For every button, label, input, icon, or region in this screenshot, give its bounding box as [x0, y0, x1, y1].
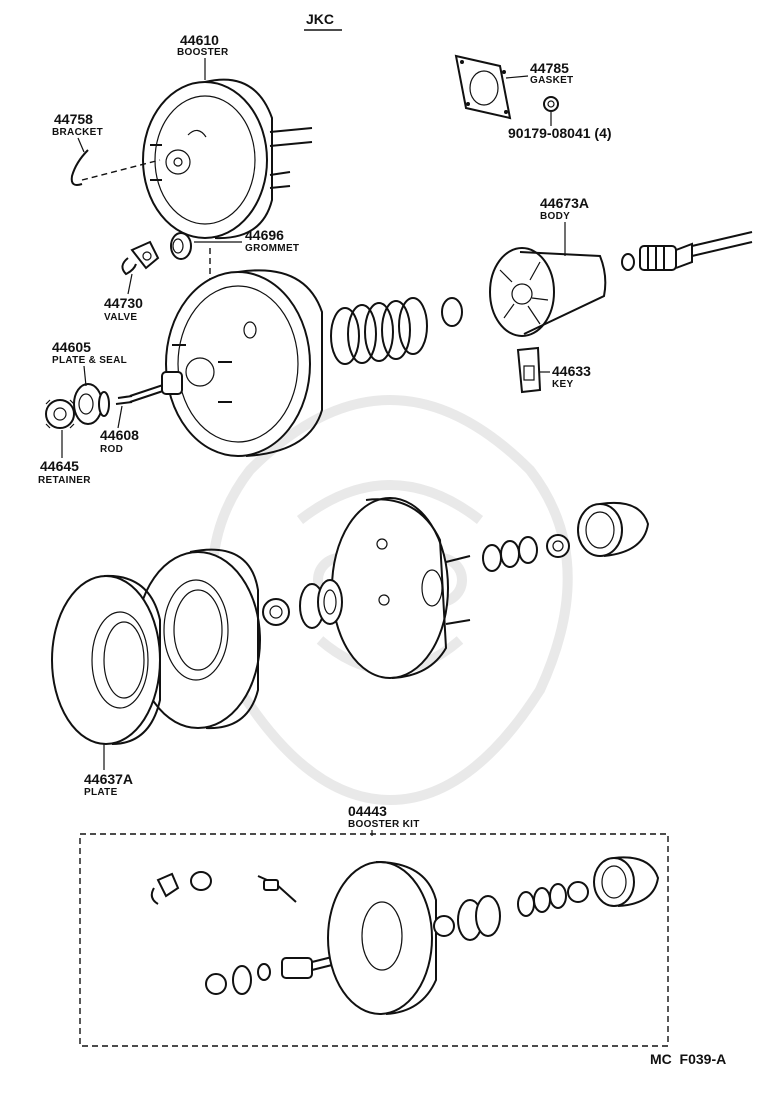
model-code: JKC: [306, 11, 334, 27]
valve-part-name: VALVE: [104, 312, 137, 323]
kit-contents-drawing: [150, 856, 660, 1015]
grommet-part-name: GROMMET: [245, 243, 299, 254]
gasket-part-name: GASKET: [530, 75, 573, 86]
rod-drawing: [115, 371, 183, 405]
rod-part-number: 44608: [100, 427, 139, 443]
gasket-leader: [505, 75, 529, 79]
nut-part-number: 90179-08041 (4): [508, 125, 612, 141]
rod-leader: [117, 405, 123, 429]
nut-drawing: [543, 96, 559, 112]
figure-code: MC F039-A: [650, 1051, 726, 1067]
bracket-part-name: BRACKET: [52, 127, 103, 138]
valve-leader: [127, 273, 133, 295]
push-rod-drawing: [621, 231, 753, 271]
body-part-number: 44673A: [540, 195, 589, 211]
booster-part-number: 44610: [180, 32, 219, 48]
gasket-drawing: [454, 54, 512, 120]
key-part-number: 44633: [552, 363, 591, 379]
bracket-drawing: [70, 149, 161, 186]
gasket-part-number: 44785: [530, 60, 569, 76]
plate-disc-drawing: [441, 297, 463, 327]
retainer-drawing: [45, 399, 75, 429]
retainer-part-name: RETAINER: [38, 475, 91, 486]
plate-seal-leader: [83, 365, 87, 387]
booster-part-name: BOOSTER: [177, 47, 229, 58]
booster-kit-part-name: BOOSTER KIT: [348, 819, 420, 830]
seal-rings-left-drawing: [262, 579, 343, 629]
bracket-part-number: 44758: [54, 111, 93, 127]
plate-part-name: PLATE: [84, 787, 118, 798]
rear-shell-drawing: [165, 269, 323, 457]
body-part-name: BODY: [540, 211, 570, 222]
booster-drawing: [142, 78, 313, 240]
bracket-leader: [77, 137, 85, 153]
valve-part-number: 44730: [104, 295, 143, 311]
valve-drawing: [121, 240, 160, 276]
body-drawing: [489, 247, 607, 337]
plate-seal-part-name: PLATE & SEAL: [52, 355, 127, 366]
key-drawing: [516, 346, 542, 394]
spring-drawing: [330, 297, 428, 365]
plate-part-number: 44637A: [84, 771, 133, 787]
retainer-part-number: 44645: [40, 458, 79, 474]
plate-seal-part-number: 44605: [52, 339, 91, 355]
key-part-name: KEY: [552, 379, 573, 390]
grommet-part-number: 44696: [245, 227, 284, 243]
booster-kit-part-number: 04443: [348, 803, 387, 819]
seal-rings-right-drawing: [482, 502, 650, 572]
rod-part-name: ROD: [100, 444, 123, 455]
booster-kit-box: [79, 833, 669, 1047]
plate-seal-drawing: [73, 383, 110, 425]
plate-front-drawing: [51, 574, 161, 745]
